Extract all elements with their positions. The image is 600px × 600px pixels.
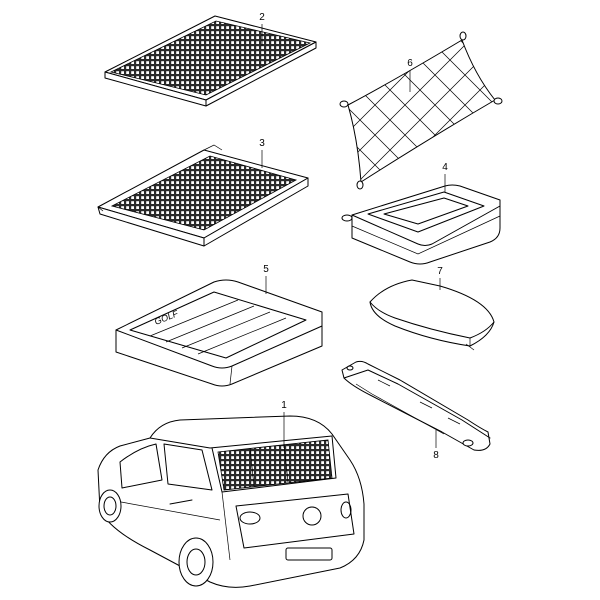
callout-4: 4 [442, 162, 448, 192]
svg-text:4: 4 [442, 162, 448, 173]
part-2-boot-mat [104, 15, 317, 107]
part-3-luggage-tray [97, 144, 309, 247]
callout-2: 2 [259, 12, 265, 46]
part-4-floor-panel [341, 184, 501, 265]
callout-8: 8 [433, 430, 439, 461]
svg-text:5: 5 [263, 264, 269, 275]
part-5-boot-tub: GOLF [115, 279, 323, 387]
callout-5: 5 [263, 264, 269, 294]
part-8-lashing-rail [341, 360, 491, 451]
svg-text:1: 1 [281, 400, 287, 411]
svg-text:2: 2 [259, 12, 265, 23]
svg-text:7: 7 [437, 266, 443, 277]
svg-text:8: 8 [433, 450, 439, 461]
part-7-cover-panel [369, 279, 495, 351]
part-1-vehicle-separating-net [97, 415, 365, 588]
callout-3: 3 [259, 138, 265, 168]
callout-7: 7 [437, 266, 443, 290]
svg-text:6: 6 [407, 58, 413, 69]
callout-1: 1 [281, 400, 287, 448]
svg-text:3: 3 [259, 138, 265, 149]
callout-6: 6 [407, 58, 413, 92]
